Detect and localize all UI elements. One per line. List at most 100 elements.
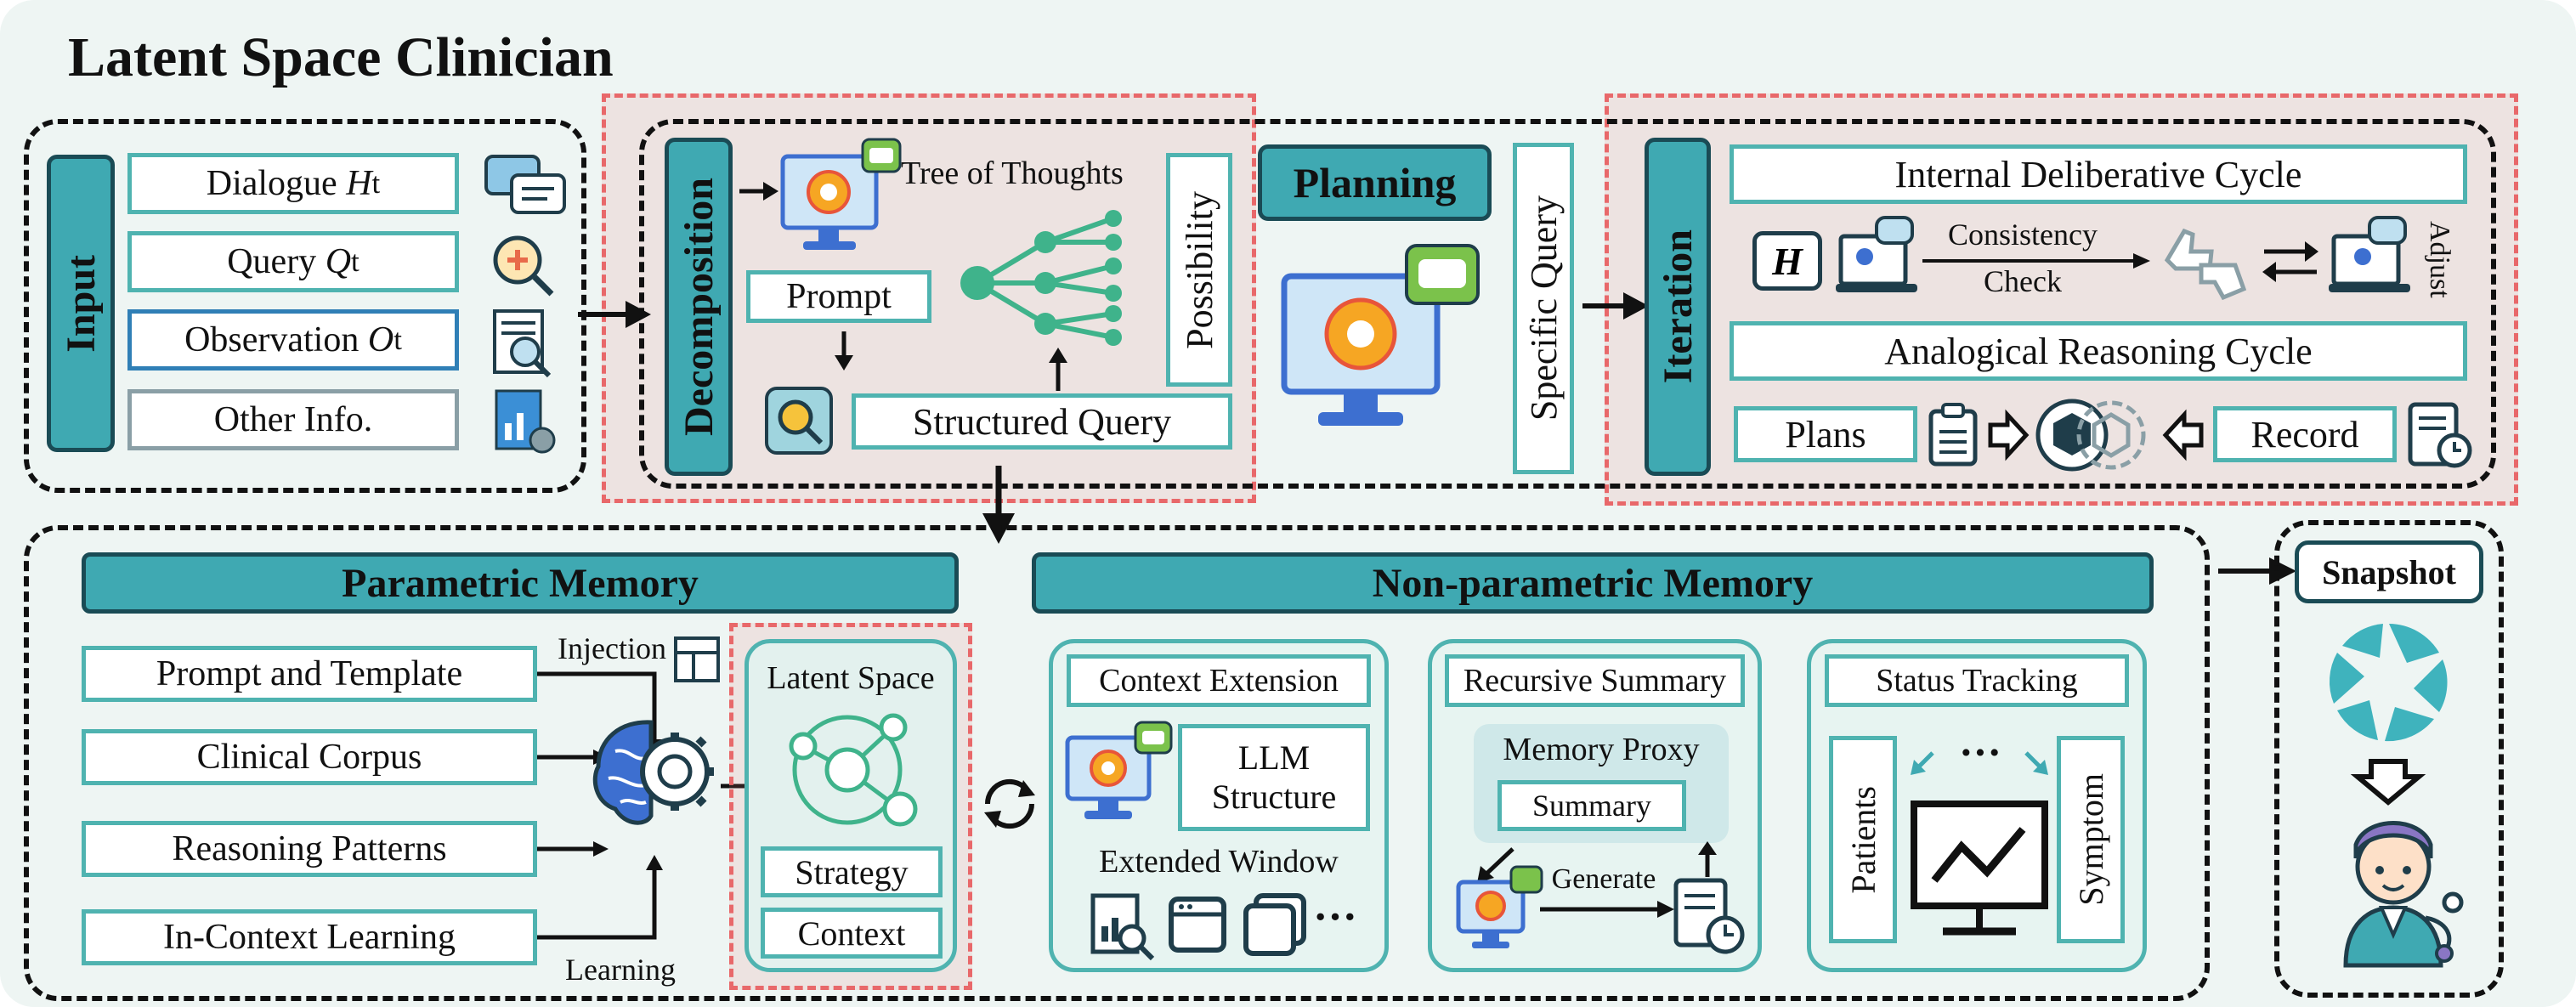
recursive-summary-title: Recursive Summary — [1463, 663, 1727, 699]
arrow-symptom-in — [2024, 751, 2048, 775]
generate-label: Generate — [1551, 863, 1656, 895]
context-ai-monitor-icon — [1065, 721, 1173, 819]
h-symbol-box: H — [1752, 231, 1822, 291]
specific-query-box: Specific Query — [1513, 143, 1574, 474]
arrow-generate — [1540, 901, 1674, 918]
memory-group — [24, 525, 2210, 1001]
injection-label: Injection — [558, 631, 666, 665]
prompt-box: Prompt — [746, 270, 931, 323]
arrow-planning-to-iteration — [1582, 292, 1649, 320]
iteration-label: Iteration — [1655, 229, 1701, 384]
hollow-arrow-right-icon — [1988, 409, 2030, 461]
planning-label: Planning — [1293, 159, 1457, 206]
subscript-t: t — [393, 323, 402, 356]
patients-box: Patients — [1829, 736, 1897, 943]
doctor-avatar-icon — [2343, 821, 2464, 968]
adjust-label: Adjust — [2424, 220, 2455, 298]
consistency-line2: Check — [1984, 264, 2062, 298]
specific-query-text: Specific Query — [1522, 195, 1565, 421]
doc-clock-icon — [1673, 878, 1745, 954]
llm-line1: LLM — [1237, 738, 1311, 777]
clipboard-icon — [1928, 403, 1978, 467]
hollow-arrow-down-icon — [2350, 759, 2426, 806]
input-label: Input — [58, 254, 104, 353]
arrow-input-to-decomposition — [578, 301, 651, 328]
context-extension-title-box: Context Extension — [1067, 654, 1371, 707]
symbol-o: O — [367, 320, 394, 359]
context-box: Context — [761, 908, 943, 959]
doc-chart-search-icon — [1090, 893, 1155, 961]
ai-monitor-icon — [780, 138, 902, 250]
nonparametric-memory-label: Non-parametric Memory — [1372, 560, 1814, 606]
input-item-dialogue-text: Dialogue — [206, 164, 337, 203]
arrow-prompt-down — [835, 331, 853, 371]
search-medical-icon — [493, 235, 554, 297]
swap-arrows-icon — [2262, 241, 2318, 282]
brain-gear-icon — [592, 720, 714, 825]
llm-line2: Structure — [1211, 778, 1337, 816]
input-item-query-text: Query — [227, 242, 317, 281]
arrow-summary-down-left — [1477, 847, 1514, 883]
planning-ai-monitor-icon — [1281, 244, 1480, 426]
parametric-memory-label: Parametric Memory — [342, 560, 699, 606]
adjusted-user-laptop-icon — [2329, 216, 2410, 292]
status-tracking-title-box: Status Tracking — [1825, 654, 2129, 707]
latent-network-icon — [789, 713, 918, 827]
record-box: Record — [2213, 406, 2397, 462]
planning-label-bar: Planning — [1258, 144, 1492, 221]
summary-box: Summary — [1497, 780, 1686, 831]
context-extension-title: Context Extension — [1099, 663, 1339, 699]
symptom-box: Symptom — [2057, 736, 2125, 943]
param-item-prompt-template: Prompt and Template — [82, 646, 537, 702]
aperture-icon — [2329, 624, 2448, 742]
monitor-trend-icon — [1911, 801, 2048, 936]
iteration-label-bar: Iteration — [1645, 138, 1711, 476]
extended-window-label: Extended Window — [1099, 844, 1339, 880]
summary-ai-monitor-icon — [1456, 865, 1543, 948]
tree-of-thoughts-label: Tree of Thoughts — [901, 156, 1124, 191]
snapshot-label: Snapshot — [2322, 552, 2456, 591]
stacked-windows-icon — [1243, 893, 1306, 956]
symptom-text: Symptom — [2071, 773, 2110, 906]
user-laptop-icon — [1836, 216, 1917, 292]
input-label-bar: Input — [47, 155, 115, 452]
strategy-box: Strategy — [761, 846, 943, 897]
possibility-text: Possibility — [1178, 190, 1220, 349]
learning-label: Learning — [565, 953, 676, 987]
analogical-cycle-text: Analogical Reasoning Cycle — [1884, 330, 2313, 372]
possibility-box: Possibility — [1166, 153, 1232, 387]
llm-structure-box: LLM Structure — [1178, 724, 1370, 831]
prompt-text: Prompt — [786, 277, 892, 316]
patients-text: Patients — [1843, 785, 1882, 894]
reasoning-group — [639, 119, 2496, 489]
document-search-icon — [493, 309, 552, 378]
magnifier-icon — [765, 387, 833, 455]
memory-proxy-label: Memory Proxy — [1503, 732, 1700, 767]
chart-settings-icon — [495, 389, 556, 454]
param-item-in-context-learning: In-Context Learning — [82, 909, 537, 965]
tree-of-thoughts-graph — [960, 210, 1122, 346]
sync-icon — [984, 778, 1035, 829]
input-group — [24, 119, 586, 493]
plans-text: Plans — [1785, 413, 1866, 455]
snapshot-group — [2274, 520, 2504, 998]
internal-cycle-text: Internal Deliberative Cycle — [1894, 153, 2302, 195]
param-item-clinical-corpus-text: Clinical Corpus — [196, 738, 422, 777]
snapshot-label-box: Snapshot — [2295, 540, 2483, 603]
extended-window-ellipsis: ··· — [1313, 893, 1358, 942]
arrow-doc-up — [1698, 841, 1717, 877]
status-tracking-title: Status Tracking — [1876, 663, 2078, 699]
param-item-clinical-corpus: Clinical Corpus — [82, 729, 537, 785]
param-item-in-context-learning-text: In-Context Learning — [162, 918, 456, 957]
input-item-observation-text: Observation — [184, 320, 360, 359]
plans-box: Plans — [1734, 406, 1917, 462]
context-text: Context — [797, 914, 906, 953]
chat-icon — [484, 155, 566, 214]
latent-space-label: Latent Space — [767, 660, 935, 696]
structured-query-box: Structured Query — [852, 393, 1232, 450]
analogical-cycle-box: Analogical Reasoning Cycle — [1730, 321, 2467, 381]
